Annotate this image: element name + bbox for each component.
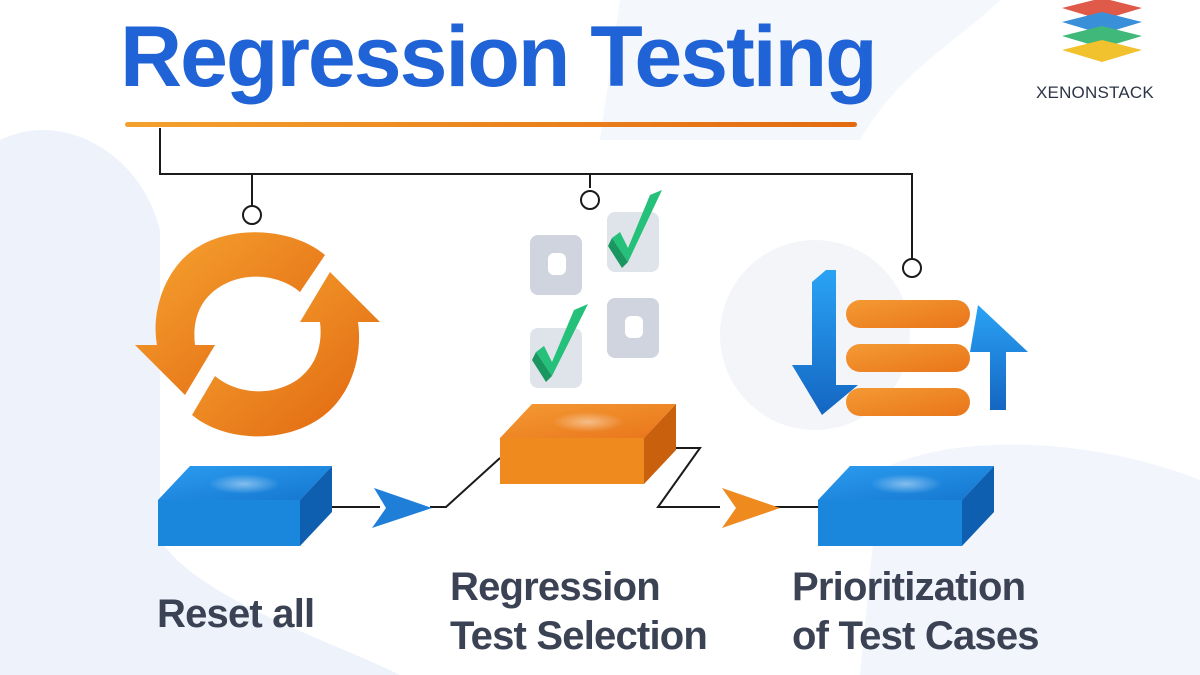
title-underline xyxy=(125,122,857,127)
caption-prioritization: Prioritization of Test Cases xyxy=(792,563,1040,661)
caption-line: Prioritization xyxy=(792,565,1026,609)
caption-line: Test Selection xyxy=(450,614,708,658)
title-connectors xyxy=(159,128,922,278)
stacked-layers-logo-icon xyxy=(1062,0,1142,62)
flow-arrow-1 xyxy=(372,488,432,528)
caption-regression-test-selection: Regression Test Selection xyxy=(450,563,708,661)
caption-reset-all: Reset all xyxy=(157,590,315,639)
page-title: Regression Testing xyxy=(120,9,878,105)
caption-line: Reset all xyxy=(157,592,315,636)
caption-line: of Test Cases xyxy=(792,614,1040,658)
sort-list-icon xyxy=(792,270,1028,416)
flow-arrow-2 xyxy=(722,488,780,528)
reset-block xyxy=(158,466,332,546)
checkbox-selection-icon xyxy=(530,190,662,388)
selection-block xyxy=(500,404,676,484)
caption-line: Regression xyxy=(450,565,661,609)
refresh-cycle-icon xyxy=(135,232,380,437)
prioritization-block xyxy=(818,466,994,546)
flow-connectors xyxy=(330,447,824,508)
logo-text: XENONSTACK xyxy=(1036,83,1154,102)
